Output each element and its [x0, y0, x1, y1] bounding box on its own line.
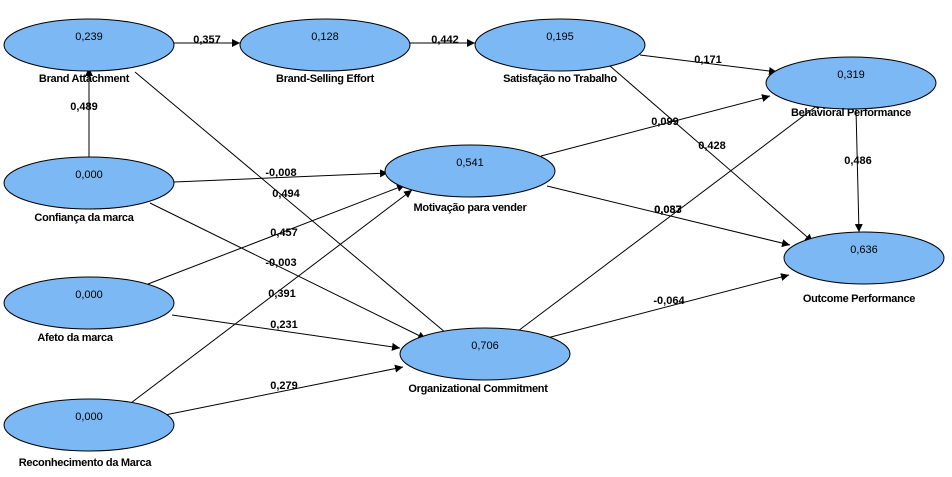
edge-weight-label: 0,033: [654, 204, 682, 216]
node-label: Satisfação no Trabalho: [503, 73, 617, 85]
node-ellipse: [3, 156, 175, 210]
node-label: Afeto da marca: [37, 332, 113, 344]
edge-reconhecimento-to-motivacao: [126, 189, 413, 407]
node-ellipse: [3, 18, 175, 72]
edge-weight-label: -0,064: [653, 295, 685, 307]
edges-layer: [85, 39, 863, 416]
node-value: 0,636: [850, 244, 878, 256]
edge-afeto-to-organizational-commitment: [171, 314, 401, 351]
node-ellipse: [3, 276, 175, 330]
node-label: Motivação para vender: [414, 202, 528, 214]
node-value: 0,195: [546, 31, 574, 43]
edge-weight-label: 0,391: [268, 288, 296, 300]
edge-weight-label: 0,457: [270, 227, 298, 239]
node-value: 0,000: [75, 411, 103, 423]
node-label: Confiança da marca: [34, 212, 134, 224]
node-value: 0,128: [311, 31, 339, 43]
edge-weight-label: 0,486: [844, 155, 872, 167]
edge-weight-label: 0,357: [193, 34, 221, 46]
edge-satisfacao-to-outcome-performance: [609, 65, 814, 243]
edge-weight-label: 0,279: [270, 380, 298, 392]
edge-weight-label: 0,494: [272, 188, 300, 200]
edge-weight-label: 0,087: [654, 204, 682, 216]
edge-confianca-to-organizational-commitment: [149, 202, 427, 340]
edge-weight-label: 0,171: [694, 54, 722, 66]
edge-motivacao-to-behavioral-performance: [540, 94, 771, 157]
edge-weight-label: -0,008: [265, 167, 296, 179]
edge-motivacao-to-outcome-performance: [546, 185, 791, 247]
node-value: 0,706: [471, 340, 499, 352]
node-label: Organizational Commitment: [408, 383, 548, 395]
node-value: 0,541: [456, 157, 484, 169]
node-label: Brand Attachment: [39, 73, 130, 85]
node-ellipse: [399, 327, 571, 381]
node-ellipse: [384, 144, 556, 198]
edge-afeto-to-motivacao: [147, 184, 406, 285]
edge-weight-label: 0,442: [431, 34, 459, 46]
edge-weight-label: 0,428: [698, 140, 726, 152]
edge-organizational-commitment-to-behavioral-performance: [517, 101, 823, 332]
node-ellipse: [3, 398, 175, 452]
node-ellipse: [474, 18, 646, 72]
edge-weight-label: 0,231: [270, 319, 298, 331]
edge-organizational-commitment-to-outcome-performance: [546, 273, 790, 339]
edge-labels-layer: 0,357 0,442 0,171 0,428 0,489 0,494 -0,008 -0,0…: [70, 34, 872, 392]
node-ellipse: [783, 231, 945, 285]
node-label: Outcome Performance: [803, 293, 915, 305]
edge-behavioral-performance-to-outcome-performance: [854, 108, 863, 233]
node-label: Behavioral Performance: [791, 107, 911, 119]
node-value: 0,239: [75, 31, 103, 43]
node-value: 0,000: [75, 289, 103, 301]
edge-weight-label: 0,489: [70, 101, 98, 113]
node-label: Reconhecimento da Marca: [19, 457, 153, 469]
node-value: 0,000: [75, 169, 103, 181]
node-ellipse: [239, 18, 411, 72]
edge-satisfacao-to-behavioral-performance: [639, 54, 778, 75]
node-value: 0,319: [837, 69, 865, 81]
node-label: Brand-Selling Effort: [276, 73, 375, 85]
edge-weight-label: -0,003: [265, 257, 296, 269]
edge-weight-label: 0,099: [651, 116, 679, 128]
edge-brand-attachment-to-organizational-commitment: [134, 71, 453, 339]
edge-reconhecimento-to-organizational-commitment: [164, 364, 404, 416]
edge-confianca-to-motivacao: [173, 169, 389, 183]
node-ellipse: [765, 56, 937, 110]
